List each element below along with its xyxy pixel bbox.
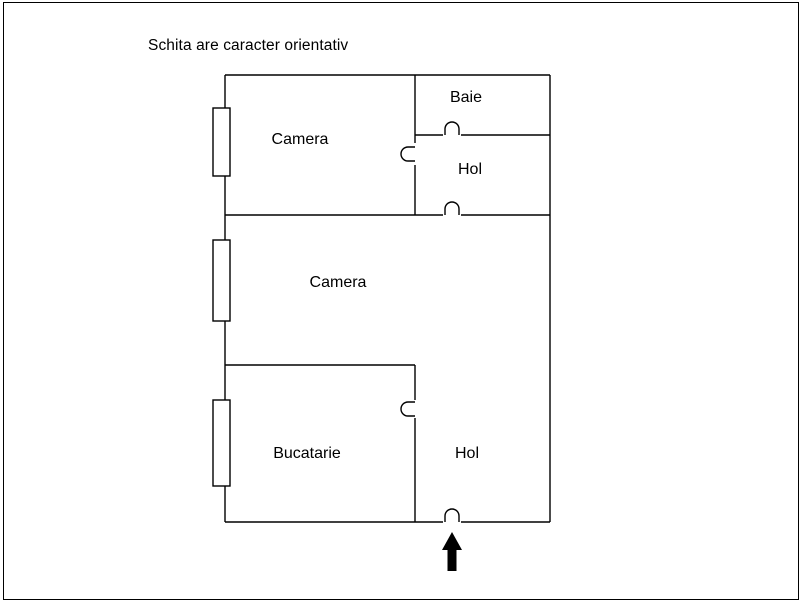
- room-labels: Camera Baie Hol Camera Bucatarie Hol: [272, 89, 483, 462]
- entrance-arrow-icon: [442, 532, 462, 571]
- door-opening-symbol-hol-top: [444, 201, 460, 215]
- door-opening-symbol-camera-top: [400, 146, 415, 162]
- disclaimer-title: Schita are caracter orientativ: [148, 37, 348, 54]
- window-symbol-bucatarie: [212, 399, 231, 487]
- room-label-hol-bottom: Hol: [455, 445, 479, 462]
- door-opening-symbol-entrance: [444, 508, 460, 522]
- room-label-bucatarie: Bucatarie: [273, 445, 341, 462]
- door-opening-symbol-bucatarie: [400, 401, 415, 417]
- room-label-hol-top: Hol: [458, 161, 482, 178]
- window-symbol-camera-top: [212, 107, 231, 177]
- room-label-camera-top: Camera: [272, 131, 329, 148]
- door-opening-symbol-baie: [444, 121, 460, 135]
- room-label-camera-middle: Camera: [310, 274, 367, 291]
- window-symbol-camera-middle: [212, 239, 231, 322]
- windows: [212, 107, 231, 487]
- image-border: [3, 2, 799, 600]
- doors: [400, 121, 460, 522]
- room-label-baie: Baie: [450, 89, 482, 106]
